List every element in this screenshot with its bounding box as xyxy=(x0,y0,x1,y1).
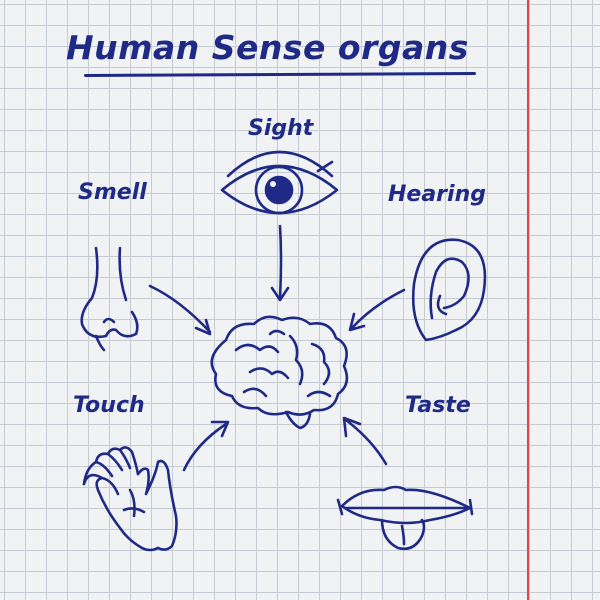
hand-icon xyxy=(82,446,178,552)
brain-icon xyxy=(210,315,349,430)
arrow-touch-to-brain xyxy=(182,420,230,472)
label-sight: Sight xyxy=(248,116,314,141)
arrow-hearing-to-brain xyxy=(348,288,406,332)
arrow-taste-to-brain xyxy=(342,416,388,466)
margin-line xyxy=(527,0,529,600)
nose-icon xyxy=(80,246,139,352)
label-touch: Touch xyxy=(73,393,145,418)
arrow-smell-to-brain xyxy=(148,284,212,336)
page-title: Human Sense organs xyxy=(66,28,469,67)
eye-icon xyxy=(220,150,339,215)
arrow-sight-to-brain xyxy=(270,224,290,302)
ear-icon xyxy=(411,238,487,342)
label-taste: Taste xyxy=(405,393,471,418)
label-hearing: Hearing xyxy=(388,182,486,207)
mouth-icon xyxy=(336,485,474,551)
label-smell: Smell xyxy=(78,180,147,205)
